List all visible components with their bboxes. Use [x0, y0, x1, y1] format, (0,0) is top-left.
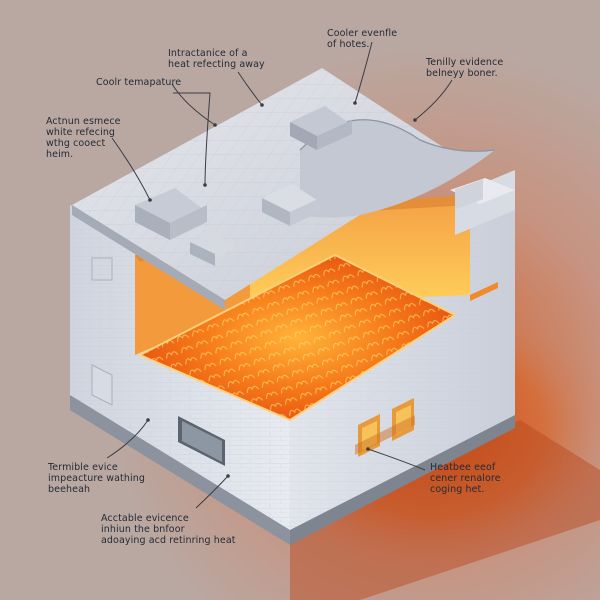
label-cooler-evenflo: Cooler evenfle of hotes.	[327, 28, 398, 50]
label-heatbee-cooling: Heatbee eeof cener renalore coging het.	[430, 462, 501, 495]
label-cooler-temperature: Coolr temapature	[96, 77, 182, 88]
label-tenilly-evidence: Tenilly evidence belneyy boner.	[426, 57, 504, 79]
label-heat-reflecting: Intractanice of a heat refecting away	[168, 48, 265, 70]
label-white-reflecting: Actnun esmece white refecing wthg cooect…	[46, 116, 121, 160]
label-acctable-evidence: Acctable evicence inhiun the bnfoor adoa…	[101, 513, 236, 546]
label-termible-evice: Termible evice impeacture wathing beehea…	[48, 462, 145, 495]
